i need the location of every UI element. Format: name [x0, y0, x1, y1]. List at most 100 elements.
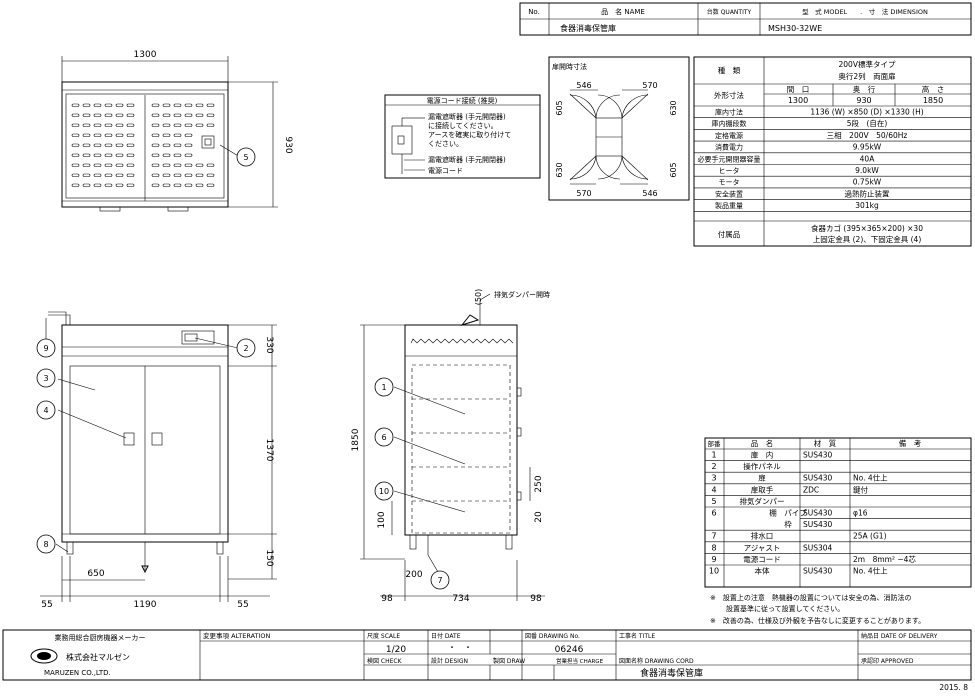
spec-type-label: 種 類 [718, 65, 741, 75]
callout-label: 3 [43, 374, 48, 383]
vent-slot [104, 173, 113, 177]
power-box-line5: 漏電遮断器 (手元開閉器) [428, 155, 506, 164]
header-qty-label: 台数 QUANTITY [707, 8, 752, 16]
spec-row-label: 安全装置 [715, 189, 743, 198]
drawing-no-label: 図番 DRAWING No. [525, 633, 580, 640]
parts-row-no: 1 [711, 451, 716, 460]
dim-side-734: 734 [452, 594, 469, 604]
vent-slot [126, 183, 135, 187]
header-no-label: No. [528, 8, 540, 16]
draw-label: 製図 DRAW [493, 657, 525, 665]
vent-slot [206, 113, 215, 117]
vent-slot [173, 153, 182, 157]
company-en: MARUZEN CO.,LTD. [44, 669, 111, 677]
spec-row-value: 5段 (自在) [847, 118, 888, 128]
spec-row-value: 1136 (W) ×850 (D) ×1330 (H) [810, 108, 923, 117]
header-product-name: 食器消毒保管庫 [560, 23, 616, 33]
vent-slot [104, 103, 113, 107]
vent-slot [126, 143, 135, 147]
spec-row-value: 301kg [855, 201, 879, 210]
drawing-name: 食器消毒保管庫 [640, 667, 703, 679]
dim-side-50: (50) [474, 289, 483, 305]
callout-label: 10 [379, 487, 389, 496]
parts-row-name: 扉取手 [751, 484, 774, 494]
vent-slot [173, 173, 182, 177]
callout-bubble [36, 400, 56, 420]
power-box-line1: 漏電遮断器 (手元開閉器) [428, 112, 506, 121]
callout-label: 7 [437, 576, 442, 585]
callout-bubble [236, 338, 256, 358]
spec-row-value: 過熱防止装置 [845, 188, 890, 198]
vent-slot [82, 173, 91, 177]
door-dim-630-a: 630 [669, 100, 678, 115]
vent-slot [173, 113, 182, 117]
parts-row-mat: SUS430 [803, 474, 833, 483]
vent-slot [151, 123, 160, 127]
vent-slot [104, 133, 113, 137]
damper-note: 排気ダンパー開時 [494, 290, 550, 299]
vent-slot [162, 143, 171, 147]
power-box-line4: ください。 [428, 140, 463, 148]
vent-slot [126, 153, 135, 157]
vent-slot [82, 163, 91, 167]
dim-side-250: 250 [534, 475, 544, 492]
vent-slot [115, 183, 124, 187]
spec-row-value: 9.0kW [855, 166, 879, 175]
door-dim-630-b: 630 [555, 162, 564, 177]
vent-slot [151, 133, 160, 137]
vent-slot [115, 163, 124, 167]
vent-slot [104, 153, 113, 157]
parts-row-no: 4 [711, 485, 716, 494]
charge-label: 営業担当 CHARGE [556, 657, 604, 665]
vent-slot [93, 123, 102, 127]
vent-slot [162, 123, 171, 127]
power-cord-box: 電源コード接続 (推奨) 漏電遮断器 (手元開閉器) に接続してください。 アー… [384, 94, 541, 179]
vent-slot [195, 163, 204, 167]
parts-h-name: 品 名 [751, 438, 774, 448]
spec-d-label: 奥 行 [853, 84, 876, 94]
dim-front-1190: 1190 [134, 600, 157, 610]
spec-row-label: 必要手元開閉器容量 [698, 154, 761, 163]
vent-slot [206, 123, 215, 127]
dim-front-330: 330 [264, 336, 274, 353]
callout-bubble [430, 570, 450, 590]
power-box-line3: アースを確実に取り付けて [428, 130, 511, 139]
power-box-line6: 電源コード [428, 166, 463, 175]
spec-acc-label: 付属品 [718, 229, 741, 239]
scale-value: 1/20 [386, 645, 406, 655]
work-title-label: 工事名 TITLE [619, 632, 655, 640]
parts-row-no: 10 [709, 567, 719, 576]
vent-slot [151, 183, 160, 187]
delivery-label: 納品日 DATE OF DELIVERY [861, 632, 938, 640]
vent-slot [162, 133, 171, 137]
vent-slot [206, 163, 215, 167]
vent-slot [162, 163, 171, 167]
spec-row-label: 定格電源 [715, 131, 743, 140]
parts-row-mat: SUS304 [803, 543, 833, 552]
note-2: 設置基準に従って設置してください。 [726, 604, 844, 613]
vent-slot [184, 173, 193, 177]
spec-h: 1850 [923, 96, 943, 105]
parts-row-note: No. 4仕上 [853, 473, 888, 483]
vent-slot [115, 153, 124, 157]
dim-front-150: 150 [264, 549, 274, 566]
vent-slot [162, 113, 171, 117]
parts-row-name: 扉 [758, 473, 766, 483]
note-3: ※ 改善の為、仕様及び外観を予告なしに変更することがあります。 [710, 616, 925, 625]
parts-h-note: 備 考 [899, 438, 922, 448]
vent-slot [184, 133, 193, 137]
parts-row-note: φ16 [853, 509, 868, 518]
dim-front-650: 650 [87, 569, 104, 579]
spec-w-label: 間 口 [787, 85, 810, 94]
callout-label: 9 [43, 344, 48, 353]
vent-slot [206, 173, 215, 177]
callout-bubble [36, 368, 56, 388]
spec-table: 種 類 200V標準タイプ 奥行2列 両面扉 外形寸法 間 口 奥 行 高 さ … [693, 56, 972, 247]
vent-slot [184, 113, 193, 117]
top-vent-slots [71, 103, 215, 187]
scale-label: 尺度 SCALE [367, 632, 400, 640]
